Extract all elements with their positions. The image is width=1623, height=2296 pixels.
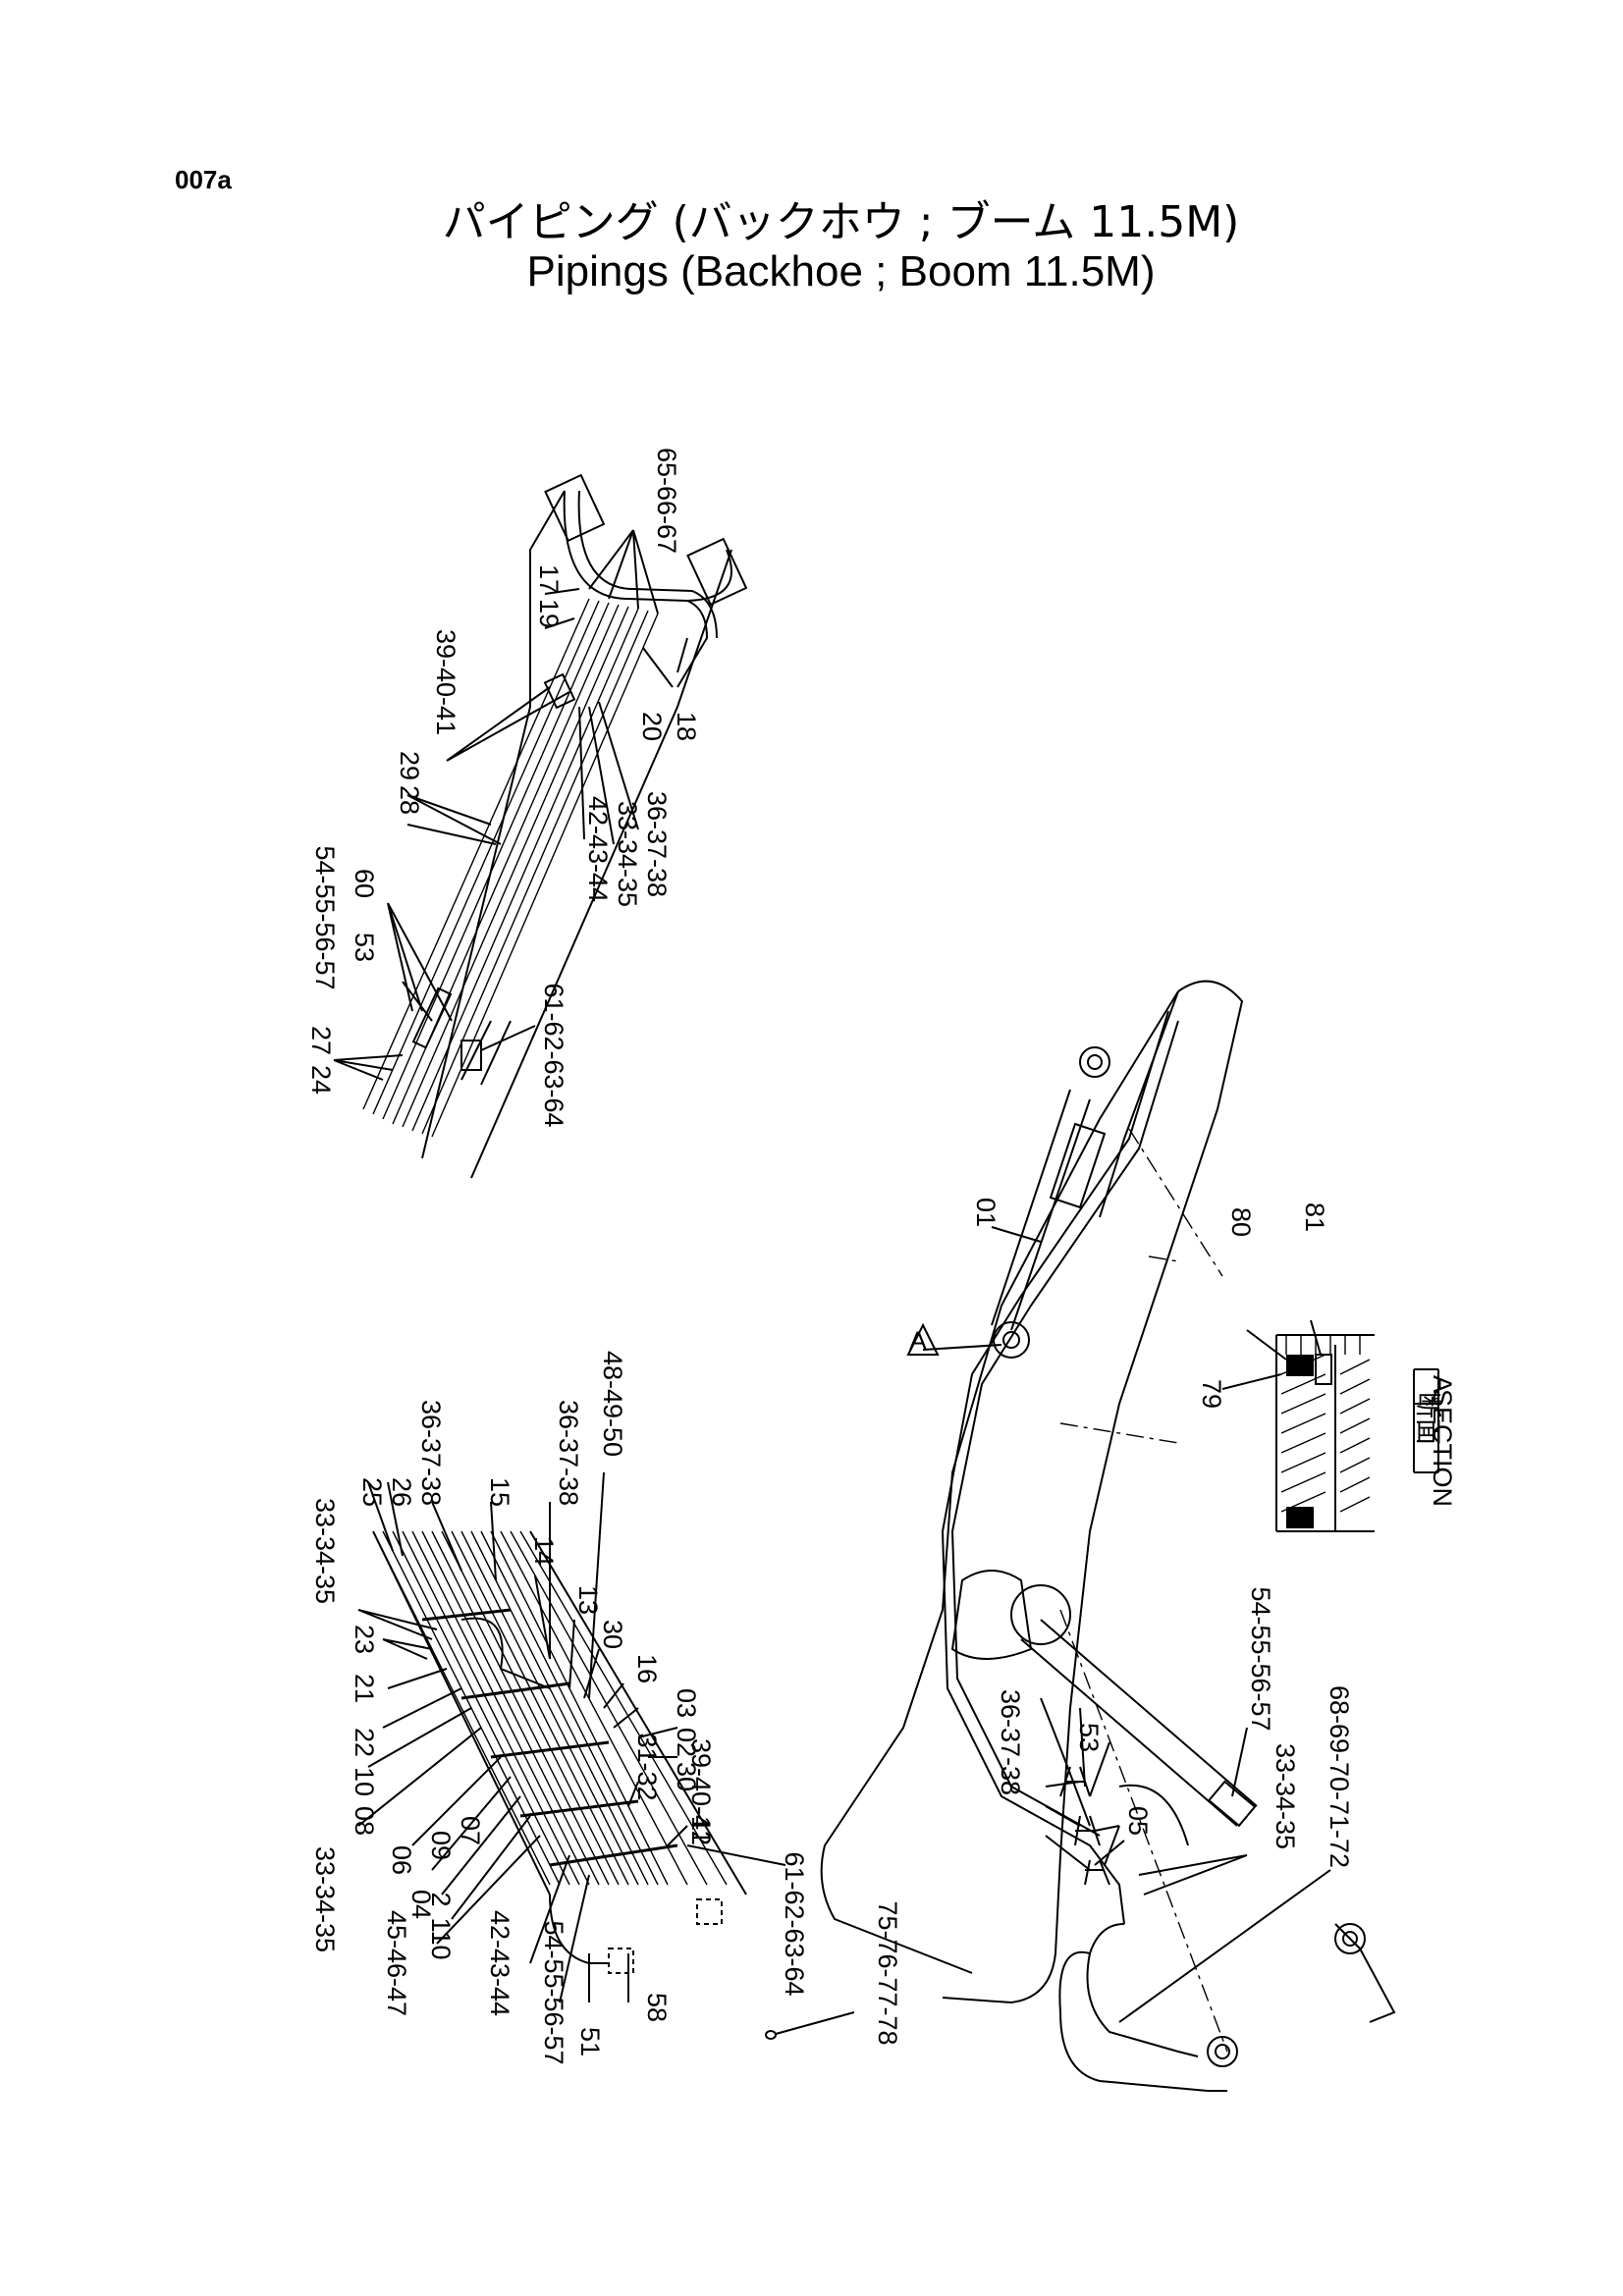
- callout-label: 81: [1300, 1202, 1329, 1232]
- callout-label: 53: [1074, 1723, 1104, 1752]
- callout-label: 10: [350, 1767, 379, 1796]
- callout-label: 14: [529, 1536, 559, 1566]
- callout-label: 110: [426, 1917, 456, 1959]
- callout-label: 45-46-47: [382, 1910, 411, 2016]
- page-title-japanese: パイピング (バックホウ ; ブーム 11.5M): [442, 197, 1240, 247]
- callout-label: 17: [534, 564, 564, 594]
- callout-label: 36-37-38: [416, 1400, 446, 1506]
- callout-label: 22: [350, 1728, 379, 1757]
- callout-label: 54-55-56-57: [1246, 1586, 1275, 1731]
- callout-label: 54-55-56-57: [310, 845, 340, 989]
- callout-label: 54-55-56-57: [539, 1920, 568, 2064]
- callout-label: 07: [456, 1816, 485, 1845]
- callout-label: 26: [387, 1477, 416, 1507]
- callout-label: 18: [672, 712, 701, 741]
- callout-label: 24: [306, 1065, 336, 1095]
- callout-label: 39-40-41: [431, 629, 460, 735]
- callout-label: 53: [350, 933, 379, 962]
- callout-label: 58: [642, 1993, 672, 2022]
- right-callout-labels: 01 80 81 79 54-55-56-57 36-37-38 53 05 3…: [971, 1198, 1354, 1868]
- callout-label: 20: [637, 712, 667, 741]
- callout-label: 29: [395, 751, 424, 780]
- callout-label: 36-37-38: [996, 1689, 1025, 1795]
- callout-label: 33-34-35: [1271, 1743, 1300, 1849]
- top-callout-labels: 65-66-67 19 17 39-40-41 28 29 20 18 42-4…: [306, 448, 701, 1128]
- page-title-english: Pipings (Backhoe ; Boom 11.5M): [526, 247, 1156, 295]
- callout-label: 61-62-63-64: [539, 983, 568, 1127]
- callout-label: 23: [350, 1625, 379, 1654]
- callout-label: 33-34-35: [310, 1498, 340, 1604]
- callout-label: 30: [598, 1620, 627, 1649]
- left-leader-lines: [357, 1471, 855, 2035]
- section-a-view: [1221, 1319, 1439, 1532]
- callout-label: 51: [575, 2027, 605, 2056]
- section-a-kanji: 断面: [1412, 1392, 1442, 1445]
- callout-label: 48-49-50: [598, 1351, 627, 1457]
- callout-label: 36-37-38: [554, 1400, 583, 1506]
- callout-label: 27: [306, 1026, 336, 1055]
- callout-label: 36-37-38: [642, 791, 672, 897]
- callout-label: 28: [395, 785, 424, 815]
- callout-label: 12: [686, 1816, 716, 1845]
- callout-label: 16: [632, 1654, 662, 1683]
- callout-label: 33-34-35: [310, 1846, 340, 1952]
- right-leader-lines: [991, 1226, 1331, 2023]
- callout-label: 21: [350, 1674, 379, 1703]
- callout-label: 42-43-44: [583, 796, 613, 902]
- callout-label: 02: [672, 1728, 701, 1757]
- callout-label: 04: [406, 1890, 436, 1919]
- callout-label: 42-43-44: [485, 1910, 514, 2016]
- callout-label: 06: [387, 1845, 416, 1875]
- boom-side-view: [820, 980, 1396, 2092]
- callout-label: 13: [573, 1585, 603, 1615]
- callout-label: 19: [534, 599, 564, 628]
- callout-label: 09: [426, 1831, 456, 1860]
- callout-label: 2: [426, 1892, 456, 1906]
- callout-label: 25: [357, 1477, 387, 1507]
- callout-label: 05: [1123, 1806, 1153, 1836]
- callout-label: 15: [485, 1477, 514, 1507]
- left-callout-labels: 25 26 36-37-38 15 36-37-38 48-49-50 33-3…: [310, 1351, 902, 2065]
- callout-label: 31-32: [632, 1733, 662, 1800]
- callout-label: 61-62-63-64: [780, 1851, 809, 1996]
- callout-label: 68-69-70-71-72: [1325, 1685, 1354, 1868]
- top-leader-lines: [333, 529, 688, 1081]
- callout-label: 33-34-35: [613, 801, 642, 907]
- callout-label: 03: [672, 1688, 701, 1718]
- section-a-letter: A: [1428, 1375, 1457, 1393]
- callout-label: 60: [350, 869, 379, 898]
- callout-label: 08: [350, 1806, 379, 1836]
- callout-label: 75-76-77-78: [873, 1900, 902, 2045]
- boom-head-piping-view: [362, 473, 748, 1179]
- page-number: 007a: [175, 165, 232, 194]
- callout-label: 39-40-41: [686, 1738, 716, 1844]
- callout-label: 79: [1197, 1379, 1226, 1409]
- callout-label: 30: [672, 1762, 701, 1791]
- callout-label: 80: [1226, 1207, 1256, 1237]
- callout-label: 65-66-67: [652, 448, 681, 554]
- section-a-label: SECTION: [1428, 1389, 1457, 1507]
- view-marker-a: A: [909, 1326, 927, 1356]
- callout-label: 01: [971, 1198, 1001, 1227]
